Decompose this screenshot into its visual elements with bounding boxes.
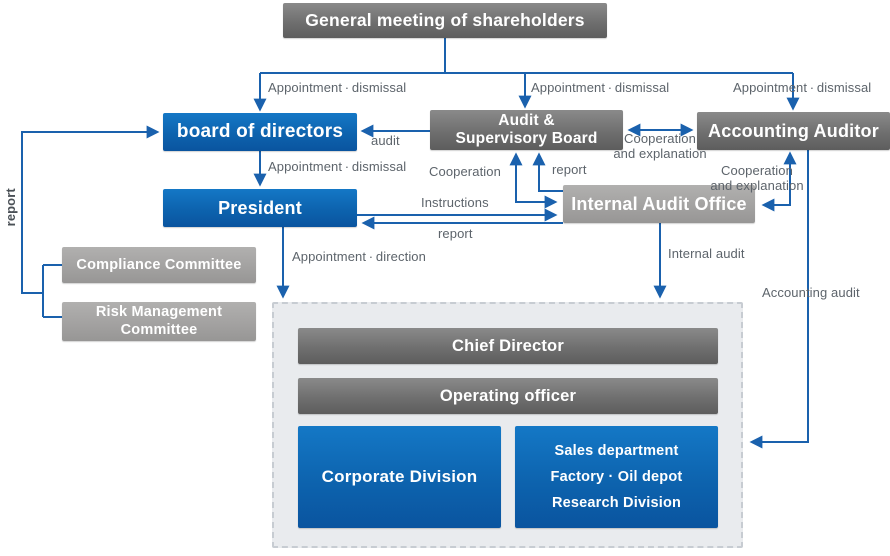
label-cooperation-explanation-asb-auditor: Cooperation and explanation [613,131,707,161]
label-instructions: Instructions [421,195,489,210]
label-report-to-president: report [438,226,473,241]
edge-auditor-iao-coop [761,151,797,212]
node-operating-officer: Operating officer [298,378,718,414]
label-accounting-audit: Accounting audit [762,285,860,300]
label-cooperation: Cooperation [429,164,501,179]
label-audit: audit [371,133,400,148]
edge-auditor-accounting-audit [749,150,809,449]
label-appointment-dismissal-auditor: Appointment · dismissal [733,80,872,95]
label-cooperation-explanation-iao-auditor: Cooperation and explanation [710,163,804,193]
label-report-vertical: report [2,188,18,227]
edge-committees-report-board [21,125,160,294]
node-board-of-directors: board of directors [163,113,357,151]
node-internal-audit-office: Internal Audit Office [563,185,755,223]
node-accounting-auditor: Accounting Auditor [697,112,890,150]
label-appointment-dismissal-president: Appointment · dismissal [268,159,407,174]
node-risk-management-committee: Risk Management Committee [62,302,256,341]
node-operations-divisions: Sales department Factory · Oil depot Res… [515,426,718,528]
node-compliance-committee: Compliance Committee [62,247,256,283]
node-general-meeting-of-shareholders: General meeting of shareholders [283,3,607,38]
node-audit-supervisory-board: Audit & Supervisory Board [430,110,623,150]
node-president: President [163,189,357,227]
label-internal-audit: Internal audit [668,246,745,261]
label-appointment-direction: Appointment · direction [292,249,426,264]
label-appointment-dismissal-asb: Appointment · dismissal [531,80,670,95]
node-corporate-division: Corporate Division [298,426,501,528]
label-appointment-dismissal-board: Appointment · dismissal [268,80,407,95]
label-report-to-asb: report [552,162,587,177]
node-chief-director: Chief Director [298,328,718,364]
edge-iao-asb-report [532,152,563,192]
edge-asb-iao-cooperation [509,152,558,209]
